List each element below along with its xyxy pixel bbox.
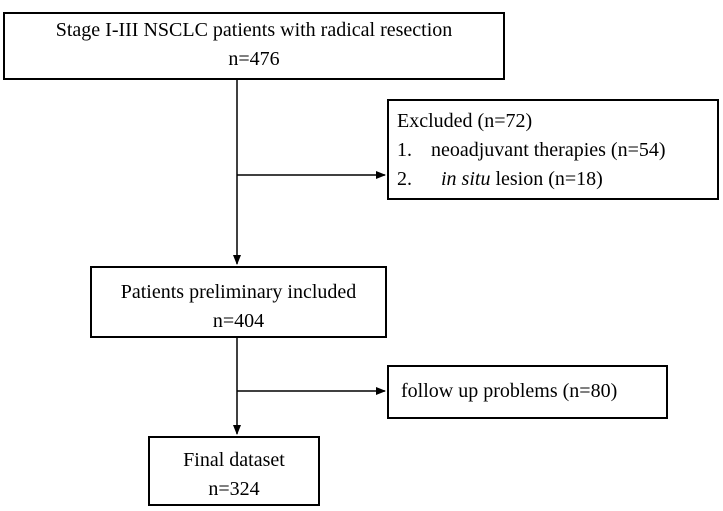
final-title: Final dataset [183,449,285,471]
start-box: Stage I-III NSCLC patients with radical … [3,12,505,80]
follow-up-box: follow up problems (n=80) [387,365,668,419]
excluded-item-number: 1. [397,139,412,161]
excluded-title: Excluded (n=72) [397,110,533,132]
start-count: n=476 [228,48,280,70]
excluded-item-2: 2. in situ lesion (n=18) [397,165,717,194]
excluded-box: Excluded (n=72) 1. neoadjuvant therapies… [387,99,719,200]
excluded-item-italic: in situ [441,168,491,190]
excluded-item-number: 2. [397,168,412,190]
start-title: Stage I-III NSCLC patients with radical … [55,19,453,41]
included-title: Patients preliminary included [120,281,357,303]
excluded-item-1: 1. neoadjuvant therapies (n=54) [397,136,717,165]
final-count: n=324 [208,478,260,500]
excluded-item-text: neoadjuvant therapies (n=54) [431,139,666,161]
included-box: Patients preliminary included n=404 [90,266,387,338]
final-box: Final dataset n=324 [148,436,320,506]
excluded-item-text: in situ lesion (n=18) [431,165,603,194]
excluded-item-rest: lesion (n=18) [490,168,603,190]
follow-up-text: follow up problems (n=80) [401,380,618,402]
included-count: n=404 [212,310,265,332]
